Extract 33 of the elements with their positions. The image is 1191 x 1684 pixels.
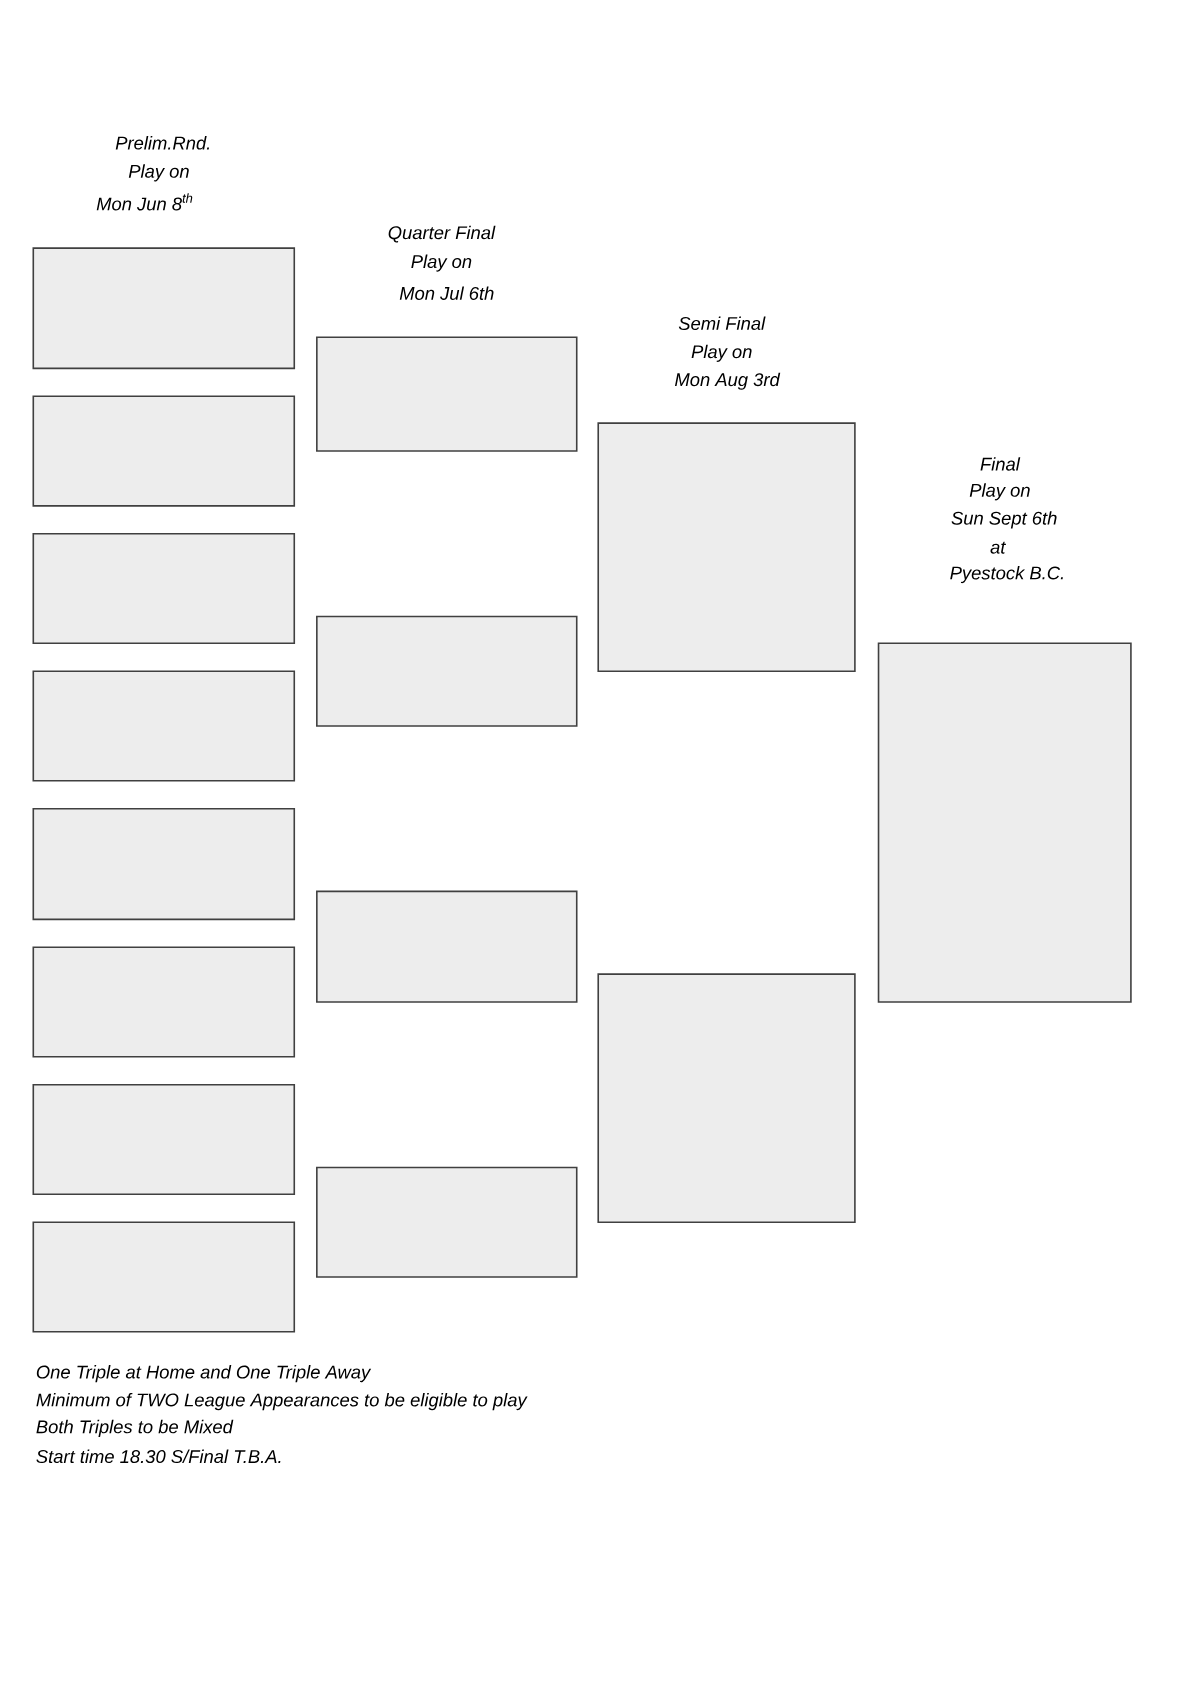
round-heading: Final	[980, 457, 1021, 471]
entry-box	[316, 615, 578, 727]
entry-box	[32, 247, 296, 370]
entry-box	[597, 422, 856, 673]
entry-box	[877, 642, 1132, 1003]
entry-box	[32, 807, 296, 921]
note-text: Both Triples to be Mixed	[36, 1419, 234, 1437]
round-heading: Quarter Final	[388, 225, 496, 243]
round-heading: Mon Jul 6th	[399, 286, 494, 300]
round-heading: Play on	[411, 254, 472, 272]
round-heading: Sun Sept 6th	[951, 511, 1057, 529]
entry-box	[316, 1166, 578, 1278]
entry-box	[32, 395, 296, 507]
entry-box	[32, 1221, 296, 1333]
round-heading: Play on	[969, 483, 1030, 501]
entry-box	[32, 946, 296, 1058]
note-text: One Triple at Home and One Triple Away	[36, 1365, 372, 1383]
note-text: Start time 18.30 S/Final T.B.A.	[36, 1449, 281, 1464]
entry-box	[32, 1083, 296, 1196]
entry-box	[32, 670, 296, 782]
round-heading: Play on	[128, 164, 189, 182]
round-heading: Mon Aug 3rd	[674, 372, 781, 390]
round-heading: Semi Final	[678, 316, 766, 331]
round-heading: at	[990, 541, 1007, 554]
note-text: Minimum of TWO League Appearances to be eligible to play	[36, 1393, 528, 1411]
entry-box	[316, 336, 578, 452]
round-heading: Prelim.Rnd.	[115, 136, 209, 150]
entry-box	[32, 532, 296, 645]
round-heading: Play on	[691, 344, 752, 362]
round-heading: Mon Jun 8$^{th}$	[96, 193, 193, 211]
round-heading: Pyestock B.C.	[950, 566, 1063, 584]
entry-box	[316, 890, 578, 1003]
entry-box	[597, 973, 856, 1223]
